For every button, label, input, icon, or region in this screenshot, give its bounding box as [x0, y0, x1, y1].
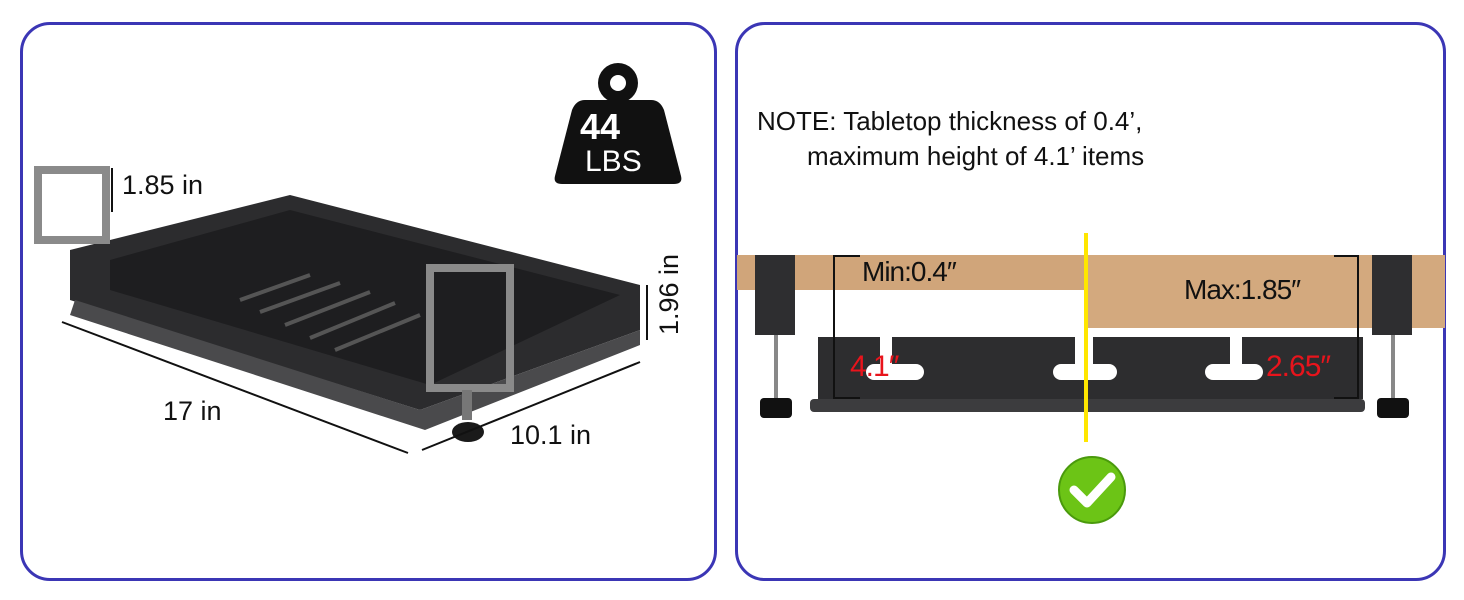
note-line-2: maximum height of 4.1’ items: [807, 141, 1145, 171]
right-item-height: 2.65″: [1266, 350, 1331, 383]
left-item-height: 4.1″: [850, 350, 899, 383]
height-label: 1.96 in: [654, 253, 684, 335]
width-label: 10.1 in: [510, 420, 592, 450]
weight-unit: LBS: [585, 145, 642, 178]
tray-product-image: [34, 166, 648, 454]
desk-cross-section: [737, 233, 1445, 442]
length-label: 17 in: [163, 396, 222, 426]
note-line-1: NOTE: Tabletop thickness of 0.4’,: [757, 106, 1143, 136]
weight-value: 44: [580, 106, 621, 147]
check-icon: [1058, 456, 1126, 524]
clamp-height-label: 1.85 in: [122, 170, 204, 200]
weight-icon: [554, 63, 682, 184]
min-thickness-label: Min:0.4″: [862, 256, 957, 287]
max-thickness-label: Max:1.85″: [1184, 274, 1301, 305]
